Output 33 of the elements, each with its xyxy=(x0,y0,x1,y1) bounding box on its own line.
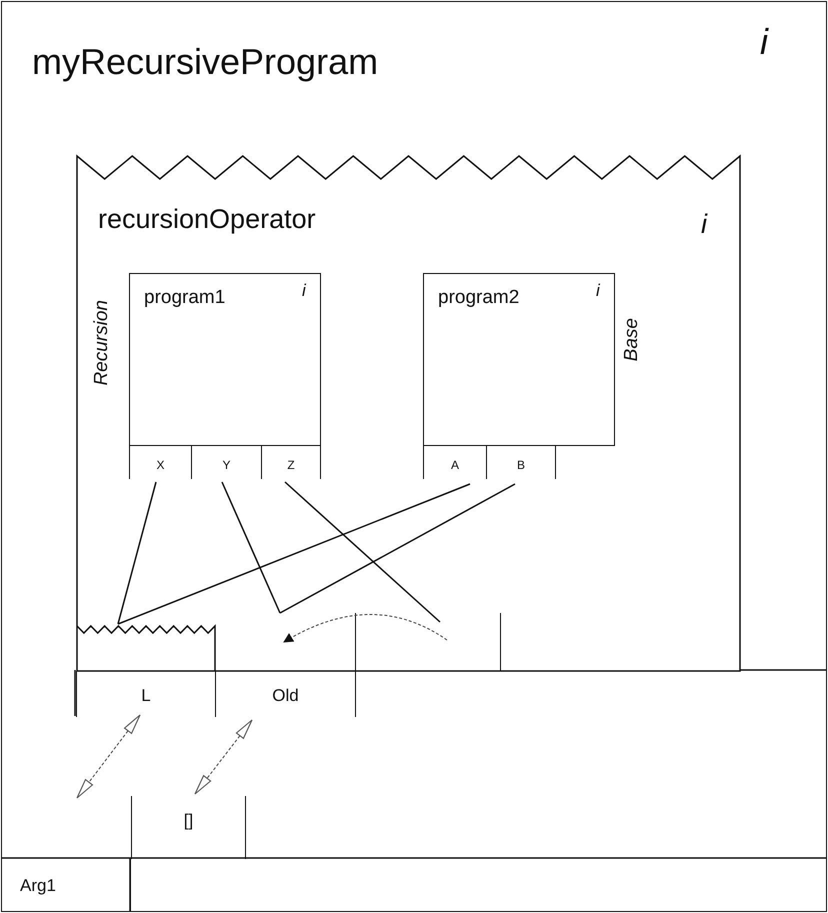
argument-label: Arg1 xyxy=(20,877,56,894)
connector-line xyxy=(284,481,440,623)
program-title: program1 xyxy=(144,288,226,307)
program-title: myRecursiveProgram xyxy=(32,44,378,80)
arrow xyxy=(283,614,448,642)
arrow xyxy=(76,714,141,799)
info-mark: i xyxy=(701,211,707,238)
program-box xyxy=(423,273,615,446)
port-cell xyxy=(261,446,321,479)
connector-line xyxy=(221,482,281,614)
info-mark: i xyxy=(596,282,600,299)
side-label: Recursion xyxy=(92,300,111,386)
program-box xyxy=(129,273,321,446)
port-label: X xyxy=(156,459,164,471)
operator-title: recursionOperator xyxy=(98,206,316,233)
port-label: Z xyxy=(287,459,295,471)
connector-line xyxy=(280,483,516,614)
side-label: Base xyxy=(622,318,641,362)
port-cell xyxy=(486,446,556,479)
argument-cell xyxy=(131,796,246,859)
port-label: A xyxy=(451,459,459,471)
program-title: program2 xyxy=(438,288,520,307)
port-label: B xyxy=(517,459,525,471)
arrow xyxy=(194,719,253,795)
info-mark: i xyxy=(760,24,768,60)
connector-line xyxy=(118,483,470,625)
info-mark: i xyxy=(302,282,306,299)
argument-label: Old xyxy=(272,687,299,704)
port-label: Y xyxy=(222,459,230,471)
argument-label: L xyxy=(141,687,151,704)
argument-cell xyxy=(76,671,216,717)
connector-line xyxy=(117,482,157,624)
argument-label: [] xyxy=(184,812,194,829)
